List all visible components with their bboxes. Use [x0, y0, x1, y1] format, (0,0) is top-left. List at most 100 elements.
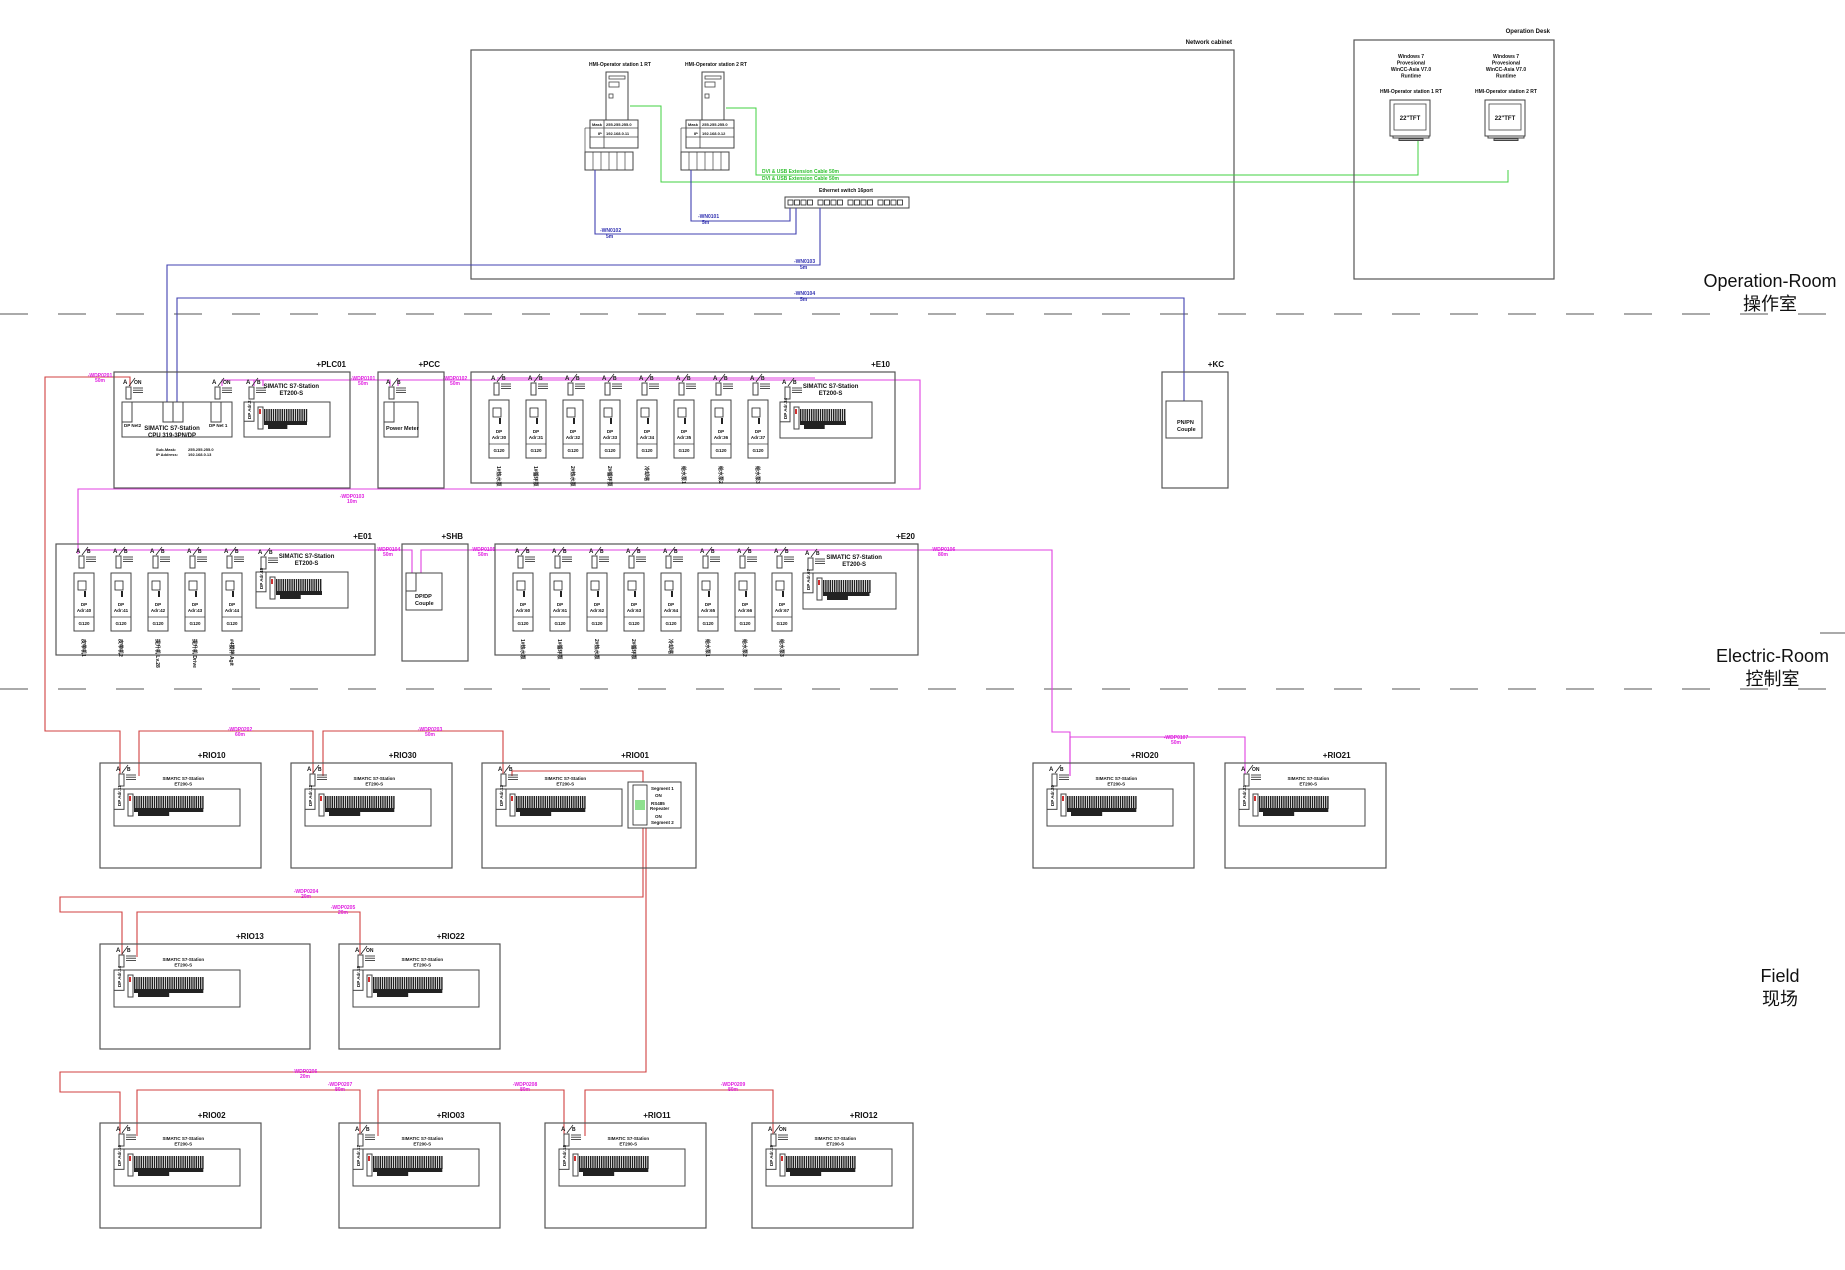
switch-port-icon: [877, 199, 884, 206]
drive-dp-label: DP: [631, 602, 637, 607]
cable-length: 80m: [520, 1087, 531, 1093]
drive-indicator: [745, 591, 747, 597]
subnet-label: Sub-Mask:: [156, 447, 176, 452]
profinet-cable-wn0103: [166, 208, 821, 403]
cpu-title: SIMATIC S7-Station: [144, 426, 200, 432]
io-slot: [1265, 796, 1267, 809]
cabinet-tag: +SHB: [441, 532, 463, 541]
monitor-stand: [1398, 138, 1424, 141]
connector-switch-icon: [121, 1124, 129, 1134]
io-slot: [1071, 796, 1073, 809]
et200-station-title: SIMATIC S7-Station: [1095, 776, 1137, 781]
io-slot: [191, 1156, 193, 1169]
power-module-icon: [509, 793, 516, 817]
io-slot: [592, 1156, 594, 1169]
et200-station-title: SIMATIC S7-Station: [264, 384, 320, 390]
terminal-block: [1259, 808, 1329, 812]
drive-model: G120: [530, 448, 542, 453]
io-slot: [197, 1156, 200, 1169]
connector-switch-icon: [631, 546, 639, 556]
profibus-plug-icon: [517, 555, 524, 569]
connector-switch-icon: [594, 546, 602, 556]
connector-switch-icon: [570, 373, 578, 383]
io-slot: [642, 1156, 645, 1169]
terminal-block: [583, 1172, 615, 1176]
io-slot: [175, 796, 178, 809]
cabinet-box: [338, 1122, 501, 1229]
io-slot: [1113, 796, 1115, 809]
io-slot: [596, 1156, 598, 1169]
monitor-station-name: HMI-Operator station 2 RT: [1475, 89, 1537, 95]
cable-label: -WDP0107: [1164, 735, 1189, 741]
io-slot: [315, 579, 317, 592]
cable-length: 20m: [338, 910, 349, 916]
dp-interface-box: [765, 1148, 777, 1170]
io-slot: [827, 580, 829, 593]
io-slot: [1322, 796, 1325, 809]
drive-dp-label: DP: [779, 602, 785, 607]
connector-switch-icon: [755, 373, 763, 383]
io-slot: [388, 977, 390, 990]
et200-station-title: ET200-S: [556, 782, 574, 787]
connector-switch-icon: [1246, 764, 1254, 774]
profibus-plug-icon: [214, 386, 221, 400]
terminal-b-label: B: [785, 549, 789, 555]
drive-dp-label: DP: [755, 429, 761, 434]
cabinet-tag: +KC: [1208, 360, 1224, 369]
cable-length: 50m: [425, 732, 436, 738]
io-slot: [546, 796, 549, 809]
terminal-a-label: A: [626, 549, 631, 555]
terminal-b-label: B: [397, 380, 401, 386]
drive-address: Adr:30: [492, 435, 507, 440]
drive-panel-icon: [492, 407, 502, 418]
io-slot: [813, 409, 815, 422]
terminal-b-label: B: [724, 376, 728, 382]
io-slot: [841, 1156, 843, 1169]
terminal-b-label: B: [198, 549, 202, 555]
connector-switch-icon: [566, 1124, 574, 1134]
io-slot: [377, 1156, 379, 1169]
drive-load-name: 1#热水泵: [495, 466, 502, 488]
io-slot: [518, 796, 520, 809]
drive-load-name: 提升机 Lv.28: [154, 639, 161, 668]
drive-dp-label: DP: [718, 429, 724, 434]
et200-station-title: ET200-S: [174, 963, 192, 968]
io-slot: [1115, 796, 1117, 809]
io-slot: [551, 796, 553, 809]
zone-label-en: Field: [1760, 966, 1800, 986]
io-slot: [175, 1156, 178, 1169]
drive-load-name: #4搅拌 Agit: [228, 639, 235, 666]
io-slot: [535, 796, 538, 809]
zone-field: Field 现场: [1740, 965, 1820, 1011]
drive-load-name: 2#循环泵: [606, 466, 613, 488]
drive-body: [599, 399, 621, 459]
et200-station-title: SIMATIC S7-Station: [162, 776, 204, 781]
io-slot: [555, 796, 557, 809]
drive-model: G120: [189, 621, 201, 626]
io-slot: [283, 409, 286, 422]
io-slot: [360, 796, 362, 809]
io-slot: [147, 1156, 149, 1169]
io-slot: [1097, 796, 1100, 809]
io-slot: [815, 409, 817, 422]
terminal-b-label: B: [687, 376, 691, 382]
io-slot: [393, 796, 395, 809]
drive-indicator: [721, 418, 723, 424]
drive-panel-icon: [627, 580, 637, 591]
io-slot: [817, 409, 819, 422]
drive-address: Adr:43: [188, 608, 203, 613]
terminal-a-label: A: [224, 549, 229, 555]
profibus-plug-icon: [554, 555, 561, 569]
status-led-icon: [368, 1156, 370, 1161]
dp-net-label: DP Net2: [124, 423, 142, 428]
io-slot: [837, 409, 839, 422]
hmi-station-1: HMI-Operator station 1 RT Mask 255.255.2…: [584, 62, 651, 171]
zone-label-en: Operation-Room: [1703, 271, 1837, 291]
cable-label: -WDP0104: [376, 547, 401, 553]
zone-label-cn: 现场: [1762, 989, 1798, 1009]
drive-panel-icon: [188, 580, 198, 591]
